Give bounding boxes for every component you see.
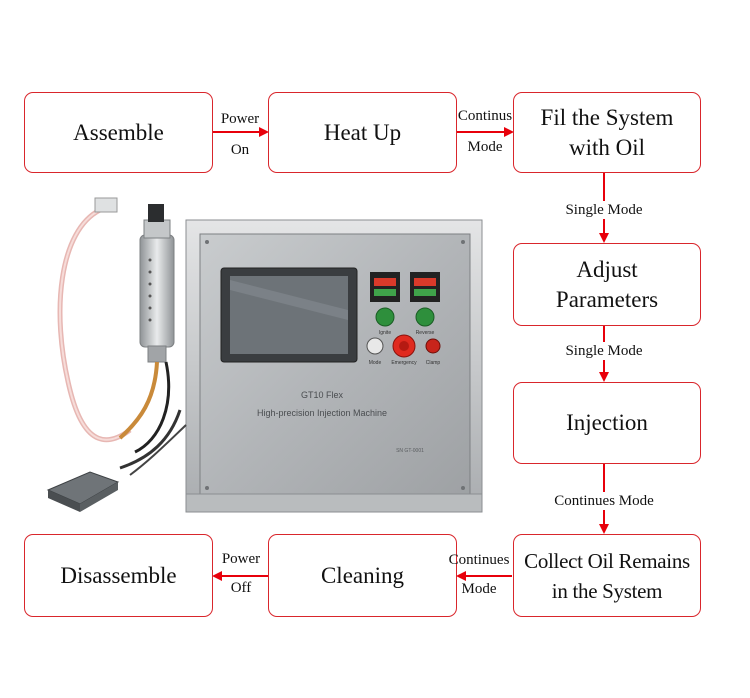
injection-machine-image: Ignite Reverse Mode Emergency Clamp GT10… xyxy=(46,197,483,513)
step-collect-oil: Collect Oil Remains in the System xyxy=(513,534,701,617)
step-adjust-line2: Parameters xyxy=(555,286,659,312)
label-continus-line2: Mode xyxy=(467,139,503,155)
step-adjust-line1: Adjust xyxy=(576,256,638,282)
label-power-off: Power Off xyxy=(213,550,269,597)
label-power-on-line1: Power xyxy=(220,111,260,127)
machine-btn-left-label: Ignite xyxy=(379,330,391,336)
label-power-on: Power On xyxy=(213,110,267,159)
step-assemble: Assemble xyxy=(24,92,213,173)
step-heat-up: Heat Up xyxy=(268,92,457,173)
step-disassemble: Disassemble xyxy=(24,534,213,617)
label-power-off-line1: Power xyxy=(221,551,261,567)
step-heat-up-label: Heat Up xyxy=(323,119,402,145)
label-continues-mode: Continues Mode xyxy=(523,492,685,510)
step-injection-label: Injection xyxy=(566,410,648,435)
label-power-on-line2: On xyxy=(230,142,250,158)
label-single-mode-1: Single Mode xyxy=(545,201,663,219)
label-continues-mode-2: Continues Mode xyxy=(440,551,518,598)
step-disassemble-label: Disassemble xyxy=(60,562,177,588)
machine-stop-label: Emergency xyxy=(391,360,417,366)
machine-clamp-label: Clamp xyxy=(426,360,441,366)
step-fill-system: Fil the System with Oil xyxy=(513,92,701,173)
step-cleaning: Cleaning xyxy=(268,534,457,617)
machine-mode-label: Mode xyxy=(369,360,382,366)
step-collect-line2: in the System xyxy=(551,578,663,603)
step-cleaning-label: Cleaning xyxy=(320,562,405,588)
label-continus-mode: Continus Mode xyxy=(450,107,520,156)
step-fill-line2: with Oil xyxy=(568,134,646,160)
machine-model-label: GT10 Flex xyxy=(301,390,344,400)
step-collect-line1: Collect Oil Remains xyxy=(524,548,690,573)
machine-btn-right-label: Reverse xyxy=(416,330,435,336)
step-adjust-parameters: Adjust Parameters xyxy=(513,243,701,326)
step-fill-line1: Fil the System xyxy=(540,104,674,130)
label-continues-line1: Continues xyxy=(448,552,510,568)
step-injection: Injection xyxy=(513,382,701,464)
label-continus-line1: Continus xyxy=(457,108,513,124)
label-continues-line2: Mode xyxy=(461,581,497,597)
label-power-off-line2: Off xyxy=(230,580,252,596)
machine-subtitle-label: High-precision Injection Machine xyxy=(257,408,387,418)
label-single-mode-2: Single Mode xyxy=(545,342,663,360)
step-assemble-label: Assemble xyxy=(73,119,164,145)
machine-serial-label: SN GT-0001 xyxy=(396,448,424,454)
